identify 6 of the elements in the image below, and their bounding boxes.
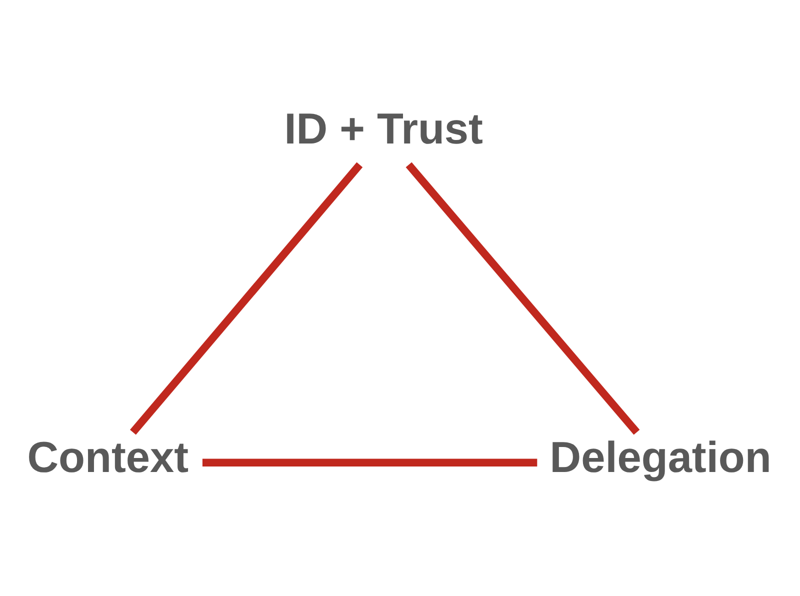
connector [202,458,538,466]
node-text: Context [27,433,189,482]
connector [406,162,640,434]
node-text: Delegation [550,433,772,482]
connector [130,162,363,434]
node-text: ID + Trust [284,105,483,154]
